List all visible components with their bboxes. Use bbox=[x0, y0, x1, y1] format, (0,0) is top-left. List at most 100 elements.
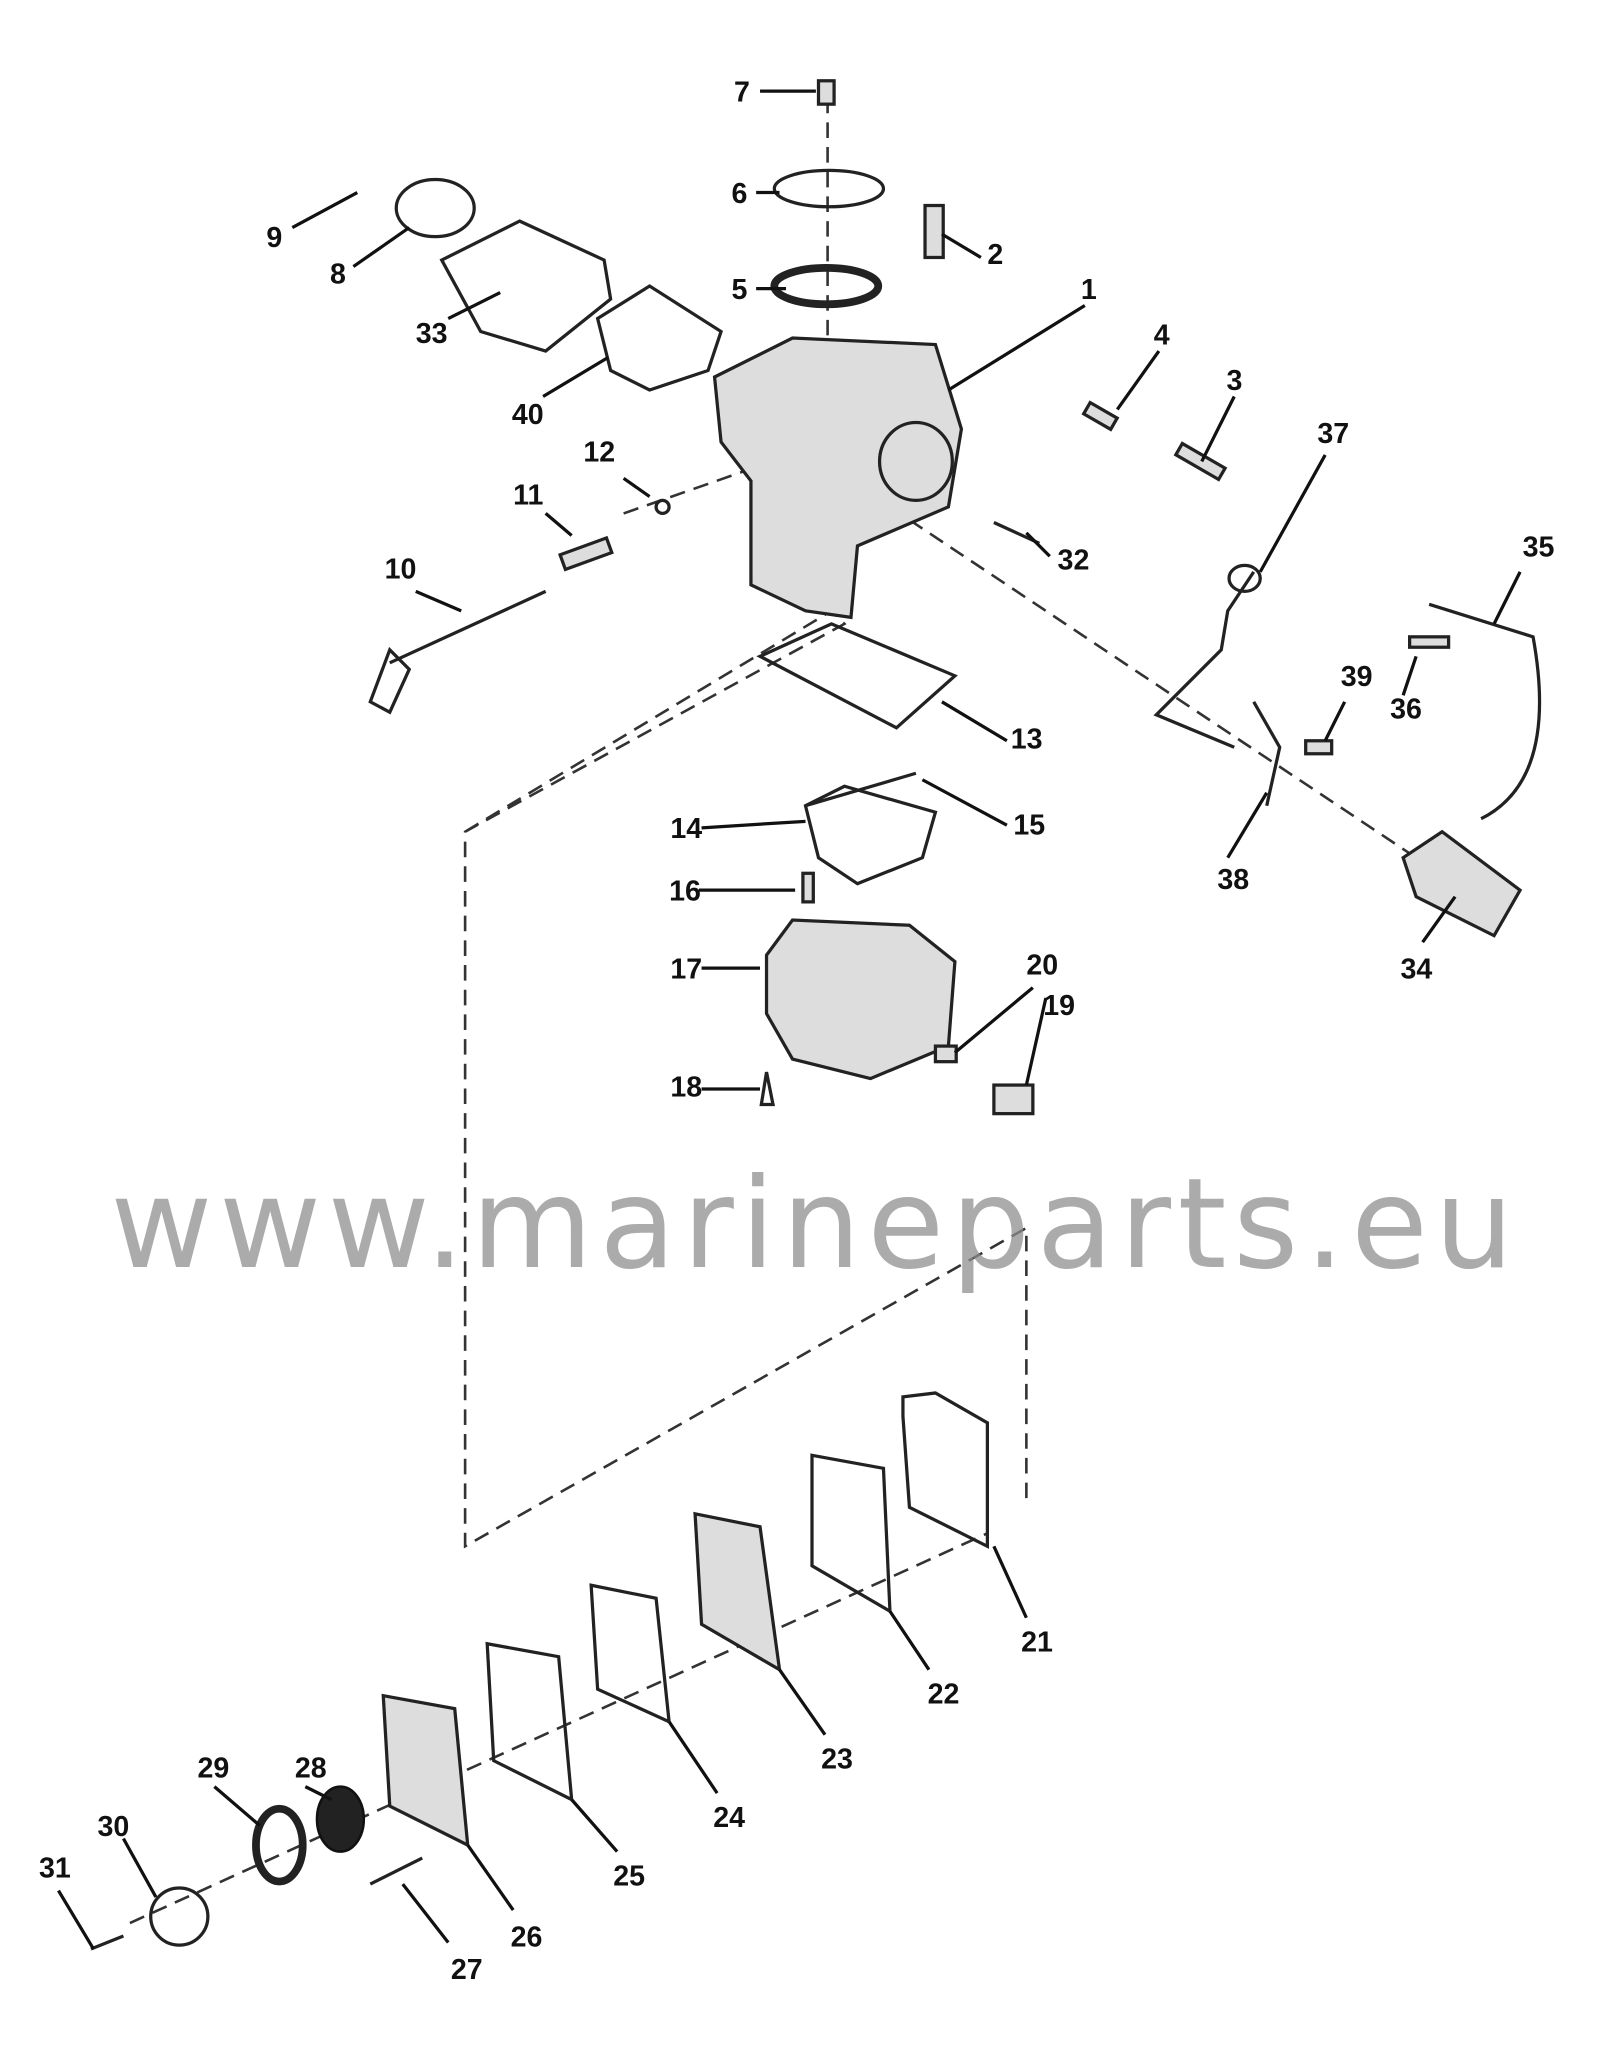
part-number-label: 36 bbox=[1390, 694, 1422, 726]
leader-line-20 bbox=[953, 986, 1034, 1054]
leader-line-37 bbox=[1258, 454, 1327, 573]
gasket-13 bbox=[756, 622, 958, 730]
clip-36 bbox=[1408, 635, 1451, 649]
part-number-label: 12 bbox=[583, 436, 615, 468]
leader-line-31 bbox=[57, 1889, 95, 1950]
ring-12 bbox=[654, 498, 671, 516]
leader-line-8 bbox=[352, 226, 411, 268]
part-number-label: 22 bbox=[928, 1678, 960, 1710]
leader-line-36 bbox=[1401, 655, 1418, 696]
part-number-label: 23 bbox=[821, 1743, 853, 1775]
leader-line-13 bbox=[941, 700, 1008, 743]
part-number-label: 7 bbox=[734, 77, 750, 109]
part-number-label: 39 bbox=[1341, 661, 1373, 693]
part-number-label: 1 bbox=[1081, 274, 1097, 306]
diaphragm-5 bbox=[770, 263, 883, 309]
float-bowl-17 bbox=[764, 918, 957, 1081]
plate-22 bbox=[810, 1453, 892, 1615]
part-number-label: 28 bbox=[295, 1753, 327, 1785]
carburetor-body-1 bbox=[712, 336, 964, 620]
ring-29 bbox=[252, 1804, 307, 1886]
part-number-label: 6 bbox=[731, 178, 747, 210]
leader-line-21 bbox=[992, 1545, 1028, 1619]
leader-line-2 bbox=[941, 232, 982, 259]
leader-line-40 bbox=[542, 356, 609, 398]
shaft-10 bbox=[368, 589, 547, 715]
clip-11 bbox=[557, 535, 614, 572]
leader-line-38 bbox=[1226, 791, 1269, 859]
part-number-label: 2 bbox=[987, 239, 1003, 271]
leader-line-22 bbox=[888, 1610, 931, 1671]
screw-7 bbox=[816, 79, 836, 106]
part-number-label: 8 bbox=[330, 258, 346, 290]
assembly-guide-outline bbox=[463, 609, 1028, 1549]
gasket-40 bbox=[595, 284, 723, 392]
leader-line-32 bbox=[1025, 531, 1051, 558]
part-number-label: 16 bbox=[669, 876, 701, 908]
part-number-label: 24 bbox=[713, 1802, 745, 1834]
part-number-label: 29 bbox=[197, 1753, 229, 1785]
part-number-label: 31 bbox=[39, 1853, 71, 1885]
leader-line-14 bbox=[701, 819, 806, 830]
pump-cover-26 bbox=[381, 1693, 470, 1848]
part-number-label: 30 bbox=[97, 1811, 129, 1843]
spring-4 bbox=[1081, 400, 1120, 432]
diaphragm-25 bbox=[485, 1641, 574, 1803]
jet-20 bbox=[933, 1044, 958, 1064]
leader-line-30 bbox=[122, 1837, 158, 1898]
valve-2 bbox=[923, 203, 945, 260]
part-number-label: 21 bbox=[1021, 1627, 1053, 1659]
screw-27 bbox=[369, 1856, 423, 1886]
part-number-label: 17 bbox=[670, 954, 702, 986]
leader-line-26 bbox=[466, 1844, 515, 1911]
cable-35 bbox=[1428, 602, 1542, 821]
carburetor-throat bbox=[877, 420, 954, 503]
lever-37 bbox=[1153, 570, 1256, 749]
gasket-21 bbox=[901, 1391, 990, 1549]
leader-line-39 bbox=[1323, 701, 1347, 742]
leader-line-29 bbox=[213, 1785, 261, 1827]
screw-3 bbox=[1173, 441, 1228, 482]
leader-line-28 bbox=[304, 1785, 333, 1802]
leader-line-19 bbox=[1024, 997, 1048, 1086]
part-number-label: 19 bbox=[1043, 990, 1075, 1022]
leader-line-1 bbox=[947, 304, 1086, 392]
part-number-label: 11 bbox=[513, 479, 543, 511]
part-number-label: 27 bbox=[451, 1954, 483, 1986]
axis-line-lower bbox=[129, 1532, 988, 1925]
cover-33 bbox=[439, 219, 613, 353]
leader-line-12 bbox=[622, 477, 651, 498]
gasket-24 bbox=[589, 1583, 672, 1725]
float-14 bbox=[803, 784, 938, 886]
part-number-label: 5 bbox=[731, 274, 747, 306]
part-number-label: 13 bbox=[1011, 724, 1043, 756]
leader-line-4 bbox=[1115, 350, 1161, 411]
part-number-label: 32 bbox=[1058, 544, 1090, 576]
choke-solenoid-34 bbox=[1401, 829, 1523, 938]
screw-18 bbox=[759, 1071, 776, 1107]
cover-6 bbox=[772, 168, 886, 209]
leader-line-33 bbox=[447, 291, 501, 320]
part-number-label: 20 bbox=[1026, 950, 1058, 982]
link-38 bbox=[1252, 700, 1282, 807]
part-number-label: 33 bbox=[416, 318, 448, 350]
leader-line-24 bbox=[667, 1720, 719, 1795]
leader-line-27 bbox=[401, 1883, 450, 1944]
part-number-label: 40 bbox=[512, 399, 544, 431]
part-number-label: 14 bbox=[670, 813, 702, 845]
part-number-label: 26 bbox=[511, 1921, 543, 1953]
leader-line-3 bbox=[1200, 395, 1236, 463]
part-number-label: 25 bbox=[613, 1860, 645, 1892]
spring-28 bbox=[315, 1785, 366, 1853]
part-number-label: 15 bbox=[1013, 809, 1045, 841]
screw-39 bbox=[1304, 739, 1334, 756]
leader-line-34 bbox=[1421, 895, 1457, 944]
plate-30 bbox=[149, 1886, 210, 1947]
leader-line-23 bbox=[778, 1668, 827, 1736]
part-number-label: 34 bbox=[1401, 954, 1433, 986]
part-number-label: 18 bbox=[670, 1072, 702, 1104]
knob-37 bbox=[1227, 563, 1262, 593]
part-number-label: 35 bbox=[1523, 531, 1555, 563]
